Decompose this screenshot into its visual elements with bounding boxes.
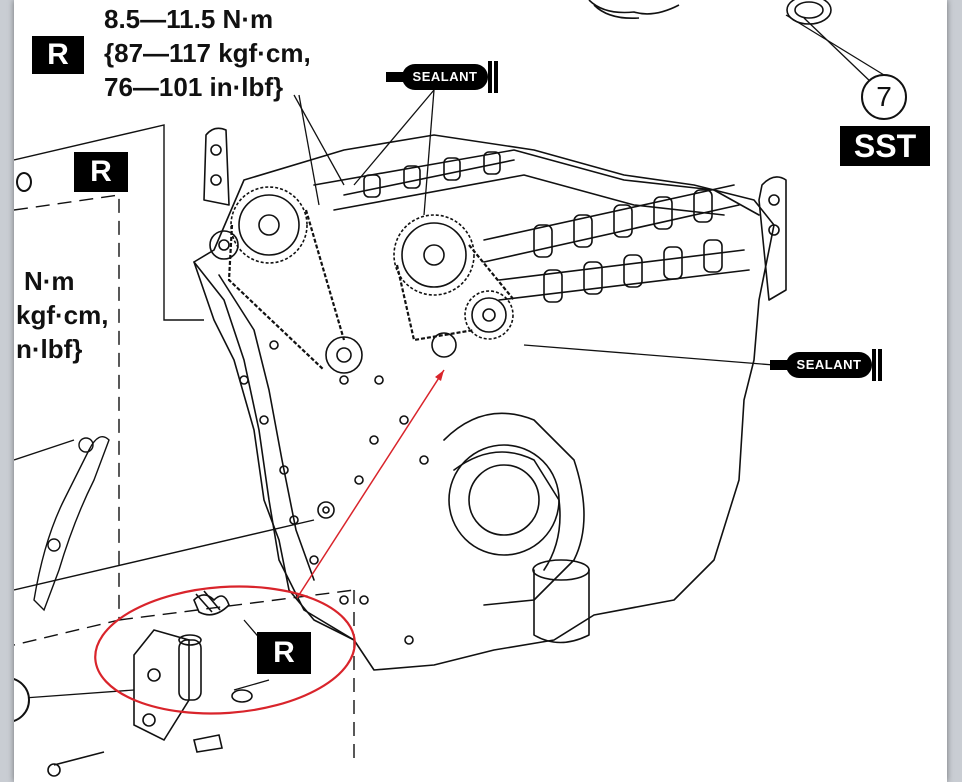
gasket-part (588, 0, 832, 25)
exploded-view-outline (14, 124, 355, 760)
sealant-mark-right: SEALANT (770, 349, 882, 381)
diagram-page: 8.5—11.5 N·m {87—117 kgf·cm, 76—101 in·l… (14, 0, 947, 782)
annotation-arrow (296, 369, 445, 599)
torque-line-2: {87—117 kgf·cm, (104, 38, 311, 68)
replace-mark-bottom: R (257, 632, 311, 674)
sst-mark: SST (840, 126, 930, 166)
chain-tensioner (47, 590, 253, 777)
cam-sprockets (209, 186, 514, 374)
timing-chains (227, 209, 515, 371)
o-ring-left (16, 172, 32, 192)
sealant-mark-top: SEALANT (386, 61, 498, 93)
torque-spec-left: N·m kgf·cm, n·lbf} (16, 264, 108, 366)
sealant-label-right: SEALANT (786, 352, 872, 378)
engine-illustration (14, 0, 885, 777)
replace-mark-top: R (32, 36, 84, 74)
torque-left-line-1: N·m (24, 266, 75, 296)
sealant-label-top: SEALANT (402, 64, 488, 90)
torque-line-3: 76—101 in·lbf} (104, 72, 284, 102)
torque-line-1: 8.5—11.5 N·m (104, 4, 274, 34)
torque-spec-top: 8.5—11.5 N·m {87—117 kgf·cm, 76—101 in·l… (104, 2, 311, 104)
replace-mark-left: R (74, 152, 128, 192)
engine-block-outline (193, 127, 787, 671)
callout-7: 7 (861, 74, 907, 120)
leader-lines (23, 14, 885, 699)
annotation-ellipse (94, 585, 356, 715)
torque-left-line-3: n·lbf} (16, 334, 83, 364)
torque-left-line-2: kgf·cm, (16, 300, 109, 330)
